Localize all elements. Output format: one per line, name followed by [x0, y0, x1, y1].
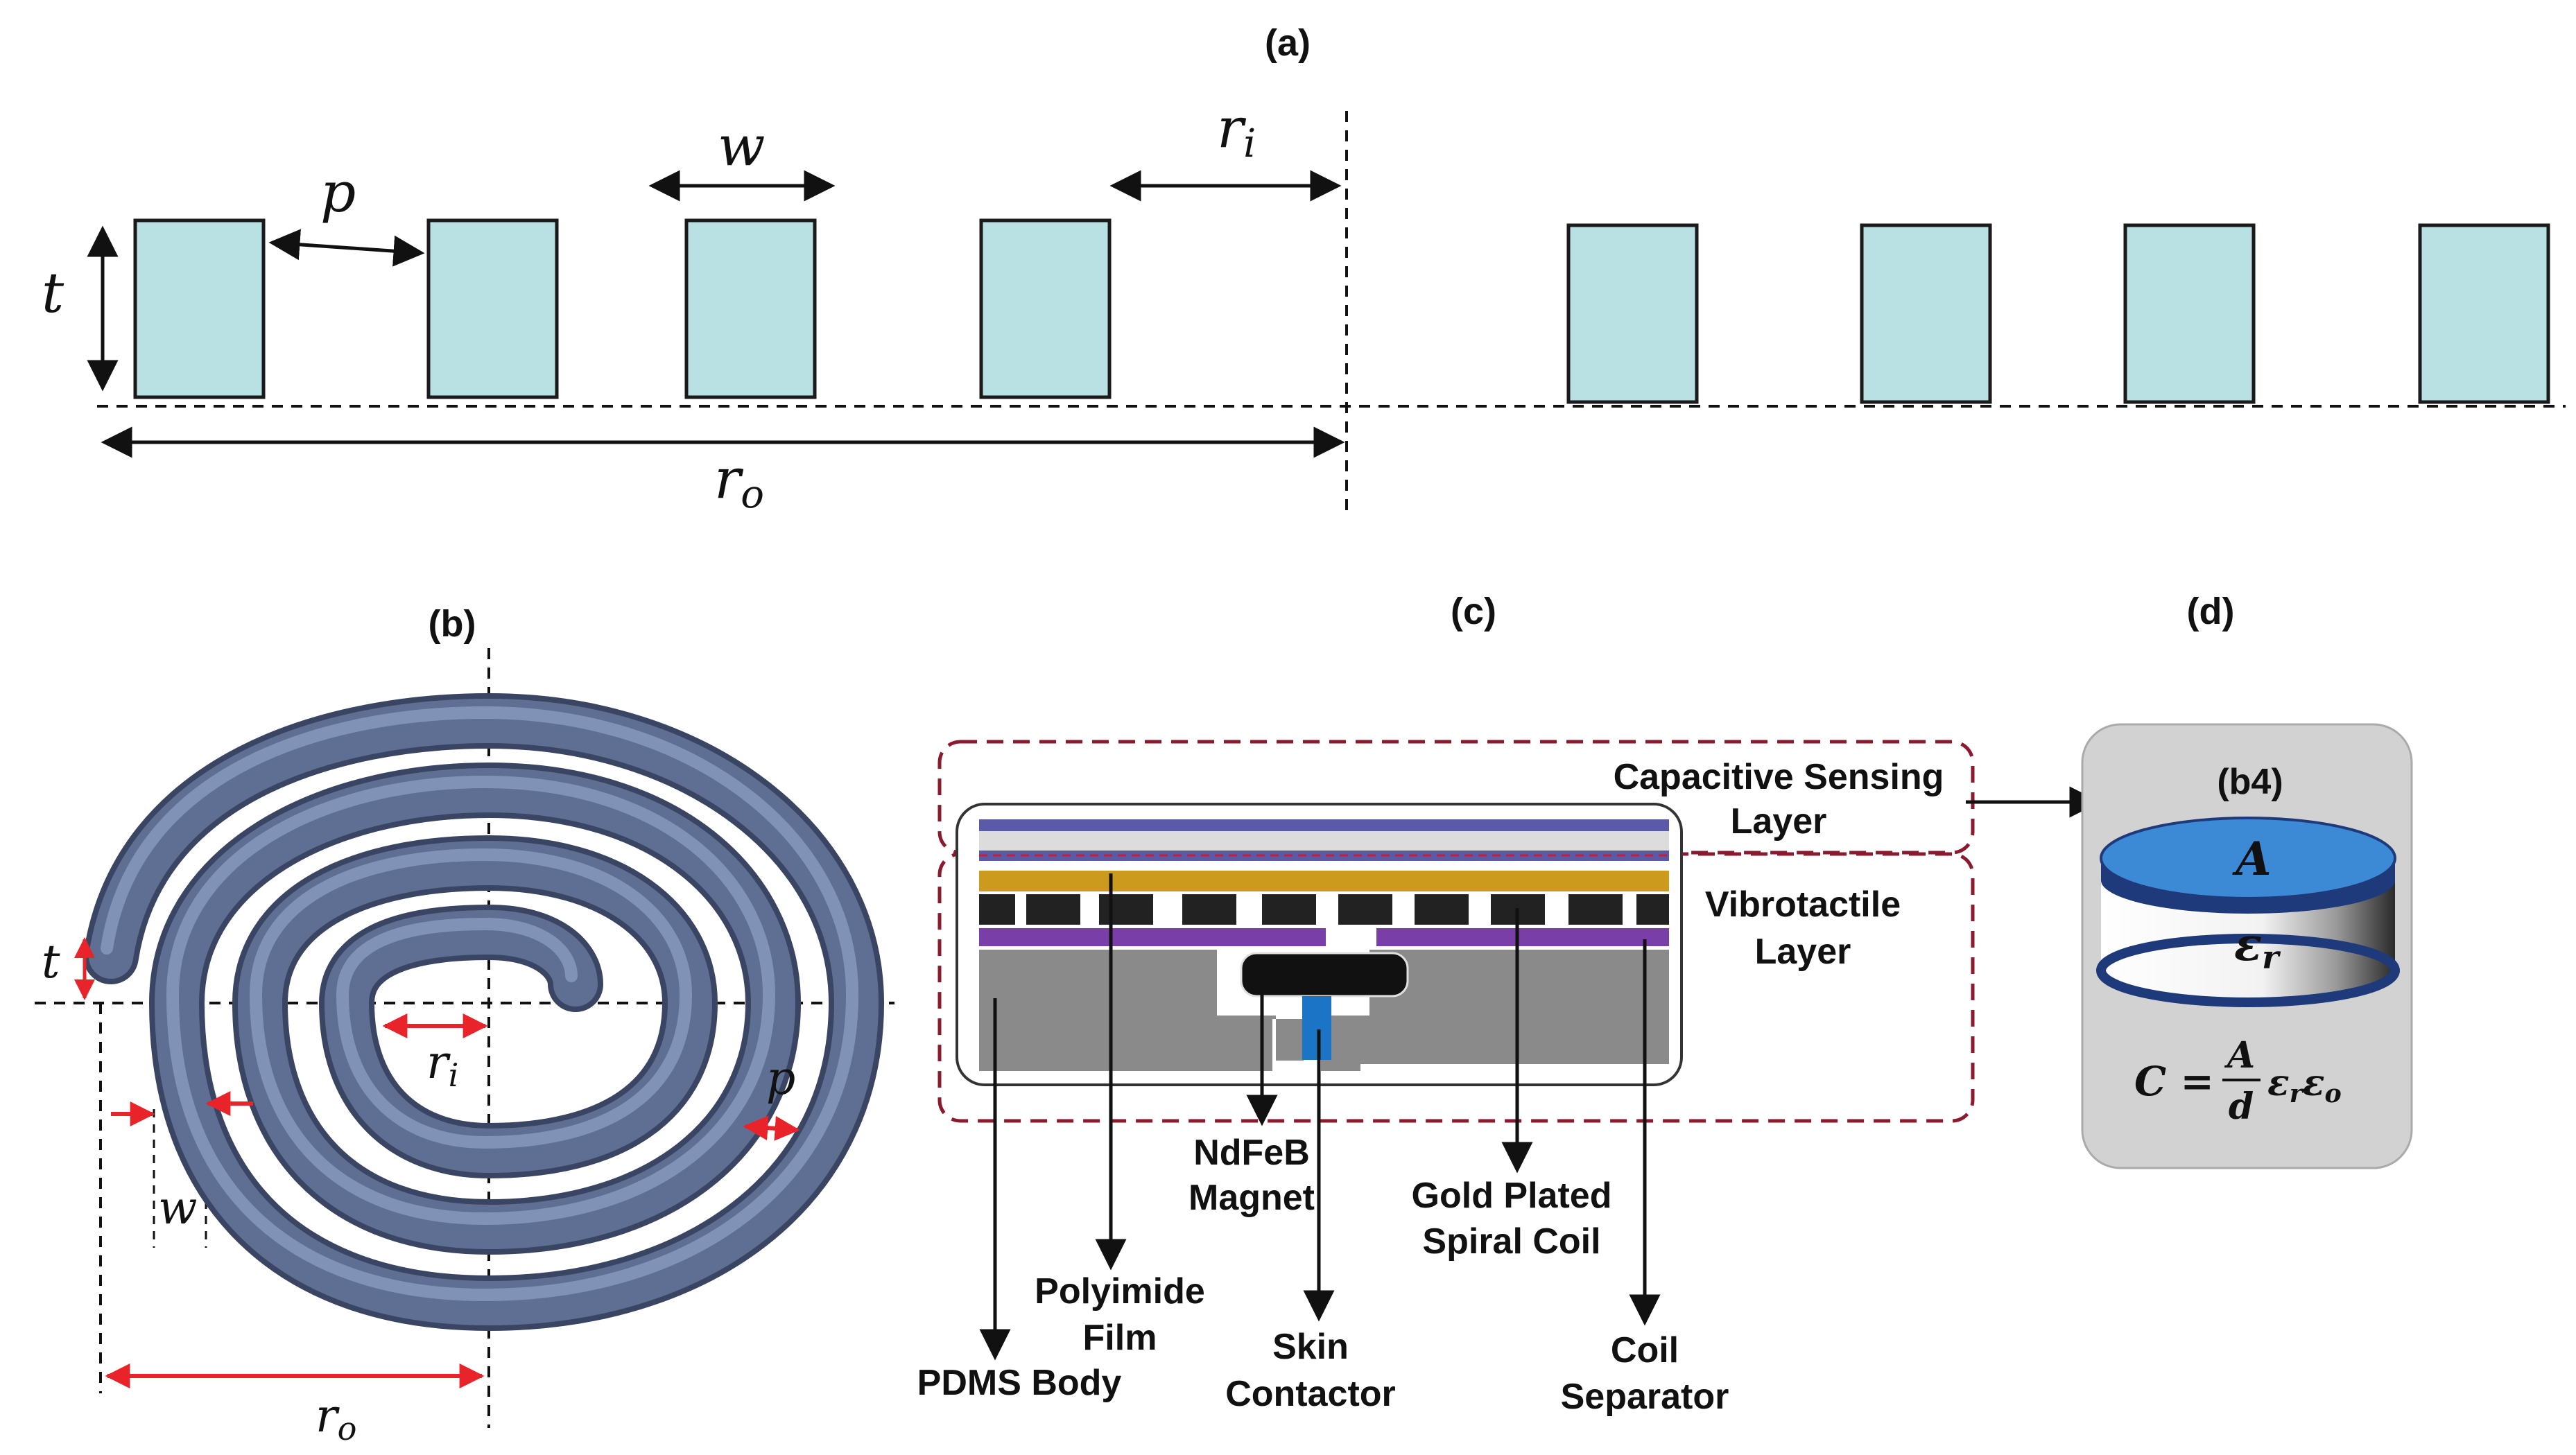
spiral-coil [83, 692, 885, 1332]
electrode-cross-sections [133, 218, 2550, 404]
panel-a-label: (a) [1265, 22, 1311, 64]
skin-contactor-label-line2: Contactor [1225, 1374, 1396, 1414]
vibrotactile-label-line1: Vibrotactile [1705, 885, 1901, 925]
coil-separator-label-line2: Separator [1561, 1377, 1729, 1417]
electrode-right-1 [1566, 223, 1699, 404]
panel-d: (d) (b4) A εr C = A d εrεo [2081, 591, 2413, 1169]
electrode-right-3 [2123, 223, 2256, 404]
electrode-right-2 [1860, 223, 1992, 404]
capacitive-label-line1: Capacitive Sensing [1614, 757, 1944, 797]
skin-contactor [1302, 996, 1331, 1060]
formula-epsilon-terms: εrεo [2267, 1062, 2342, 1108]
spiral-width-symbol: w [158, 1181, 198, 1235]
coil-separator-right [1376, 928, 1669, 946]
cylinder-top-plate [2100, 817, 2396, 900]
gold-coil-label-line2: Spiral Coil [1422, 1221, 1600, 1262]
spiral-coil-highlight [101, 706, 859, 1302]
electrode-left-2 [426, 218, 559, 399]
panel-b-label: (b) [429, 603, 476, 645]
panel-d-label: (d) [2187, 591, 2235, 632]
panel-c: (c) [917, 591, 2101, 1417]
pitch-symbol: p [320, 160, 356, 225]
gold-coil-label-line1: Gold Plated [1412, 1176, 1612, 1216]
panel-c-label: (c) [1451, 591, 1496, 632]
pitch-arrow [268, 229, 425, 267]
capacitor-model-label: (b4) [2217, 762, 2283, 802]
thickness-symbol: t [42, 261, 64, 325]
width-symbol: w [718, 114, 765, 178]
bottom-electrode-layer [979, 851, 1669, 861]
electrode-right-4 [2418, 223, 2550, 404]
plate-area-symbol: A [2231, 832, 2271, 886]
top-electrode-layer [979, 819, 1669, 831]
cylinder-bottom-plate [2096, 934, 2400, 1007]
spiral-pitch-arrow [743, 1115, 800, 1141]
ndfeb-label-line2: Magnet [1188, 1178, 1315, 1218]
leader-arrows [979, 786, 2101, 1361]
formula-numerator: A [2224, 1034, 2255, 1077]
pdms-body [979, 950, 1669, 1071]
capacitive-label-line2: Layer [1731, 801, 1827, 842]
coil-separator-left [979, 928, 1326, 946]
permittivity-symbol: εr [2234, 917, 2281, 976]
polyimide-label-line1: Polyimide [1035, 1271, 1205, 1312]
spiral-inner-radius-symbol: ri [426, 1036, 458, 1094]
electrode-left-3 [684, 218, 817, 399]
formula-denominator: d [2229, 1086, 2254, 1128]
spiral-outer-radius-symbol: ro [315, 1389, 356, 1447]
electrode-left-4 [979, 218, 1112, 399]
polyimide-label-line2: Film [1083, 1318, 1157, 1358]
spiral-thickness-symbol: t [42, 935, 60, 988]
dielectric-layer [979, 831, 1669, 851]
inner-radius-symbol: ri [1217, 96, 1256, 166]
panel-b: (b) t ri w p ro [35, 603, 894, 1447]
panel-a: (a) t p w ri ro [42, 22, 2566, 517]
spiral-pitch-symbol: p [766, 1052, 795, 1105]
vibrotactile-layer-dashed-box [937, 852, 1975, 1123]
spiral-coil-cross-section [979, 894, 1669, 925]
capacitance-formula: C = A d εrεo [2134, 1034, 2342, 1128]
electrode-left-1 [133, 218, 266, 399]
ndfeb-label-line1: NdFeB [1193, 1133, 1310, 1173]
coil-separator-label-line1: Coil [1611, 1330, 1679, 1370]
formula-lhs: C = [2134, 1058, 2214, 1105]
gold-plated-layer [979, 871, 1669, 891]
pdms-body-label: PDMS Body [917, 1363, 1122, 1403]
ndfeb-magnet [1240, 952, 1409, 997]
vibrotactile-label-line2: Layer [1755, 932, 1851, 972]
skin-contactor-label-line1: Skin [1272, 1327, 1349, 1367]
outer-radius-symbol: ro [714, 446, 764, 517]
